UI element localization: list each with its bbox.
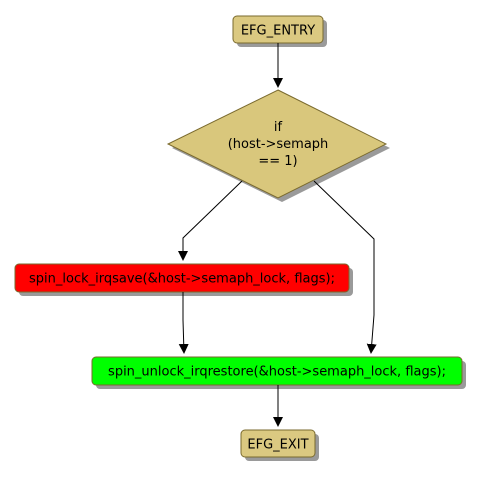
decision-line-2: (host->semaph — [228, 137, 329, 152]
edge-decision-unlock — [313, 180, 377, 354]
decision-node: if (host->semaph == 1) — [166, 89, 390, 202]
lock-node: spin_lock_irqsave(&host->semaph_lock, fl… — [14, 263, 353, 296]
decision-line-3: == 1) — [258, 154, 297, 169]
entry-node: EFG_ENTRY — [232, 15, 327, 47]
decision-line-1: if — [274, 120, 283, 135]
edge-lock-unlock — [178, 292, 189, 354]
edge-decision-lock — [178, 180, 243, 261]
lock-label: spin_lock_irqsave(&host->semaph_lock, fl… — [29, 272, 335, 287]
unlock-label: spin_unlock_irqrestore(&host->semaph_loc… — [108, 365, 446, 380]
exit-node: EFG_EXIT — [240, 429, 319, 461]
unlock-node: spin_unlock_irqrestore(&host->semaph_loc… — [91, 356, 466, 389]
entry-label: EFG_ENTRY — [241, 24, 315, 39]
exit-label: EFG_EXIT — [247, 438, 308, 453]
